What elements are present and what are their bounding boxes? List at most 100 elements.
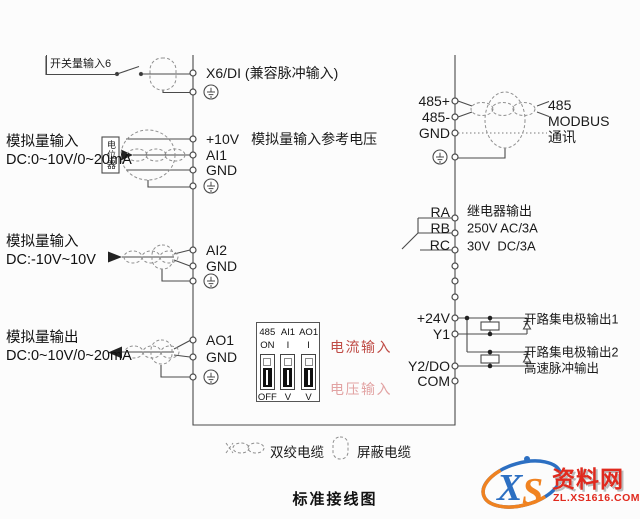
analog-output-line1: 模拟量输出 <box>6 330 79 346</box>
terminal-ai1-label: AI1 <box>206 147 228 163</box>
dip-off-mark: V <box>305 392 312 403</box>
legend-shielded-cable-icon <box>332 436 349 460</box>
ai1-wiring <box>126 138 190 188</box>
terminal-gnd-label: GND <box>206 162 238 178</box>
voltage-input-note: 电压输入 <box>330 381 392 397</box>
shielded-cable-ai1 <box>120 129 176 181</box>
dip-on-mark: I <box>307 340 310 351</box>
shielded-cable-485 <box>484 91 526 149</box>
terminal-com-label: COM <box>417 373 450 389</box>
relay-output-label: 继电器输出 <box>467 203 533 219</box>
analog-output-block: 模拟量输出 DC:0~10V/0~20mA <box>6 330 132 365</box>
open-collector1-label: 开路集电极输出1 <box>524 312 619 327</box>
terminal-485plus-label: 485+ <box>418 93 450 109</box>
switch-blade <box>118 65 140 75</box>
terminal-10v: +10V <box>206 131 240 147</box>
terminal-gnd-label: GND <box>206 258 238 274</box>
relay-contact-symbol <box>401 217 452 251</box>
dip-off-mark: V <box>284 392 292 403</box>
dip-switch-slit <box>286 370 289 385</box>
dip-switch-knob <box>263 358 272 366</box>
terminal-ao1-label: AO1 <box>206 332 235 348</box>
terminal-485minus-label: 485- <box>421 109 450 125</box>
dip-switch-ao1 <box>301 354 317 390</box>
analog-input1-line2: DC:0~10V/0~20mA <box>6 151 132 168</box>
terminal-gnd-label: GND <box>418 125 450 141</box>
open-collector2-label: 开路集电极输出2 <box>524 345 619 360</box>
terminal-y2-label: Y2/DO <box>407 358 450 374</box>
rs485-wiring <box>457 100 550 159</box>
relay-rating-ac-label: 250V AC/3A <box>467 220 538 236</box>
twisted-pair-485 <box>470 102 536 116</box>
analog-output-line2: DC:0~10V/0~20mA <box>6 347 132 364</box>
dip-switch-body <box>304 368 314 387</box>
arrow-right-icon <box>121 149 133 161</box>
current-input-note: 电流输入 <box>330 339 392 355</box>
diode-icon <box>522 320 532 330</box>
logo-letter-s: S <box>522 471 543 513</box>
dip-switch-slit <box>266 370 269 385</box>
logo-dot <box>524 456 530 462</box>
dip-col-ai1: AI1 <box>280 327 296 338</box>
dip-switch-485 <box>259 354 275 390</box>
dip-off-row: OFF V V <box>257 392 319 403</box>
dip-on-label: ON <box>260 340 275 351</box>
terminal-10v-label: +10V 模拟量输入参考电压 <box>206 129 377 149</box>
potentiometer-label: 电位器 <box>106 140 116 170</box>
legend-twisted-pair-icon <box>225 442 265 454</box>
dip-switch-body <box>283 368 293 387</box>
load-resistor-2 <box>480 354 500 364</box>
dip-switch-body <box>262 368 272 387</box>
analog-input1-block: 模拟量输入 DC:0~10V/0~20mA <box>6 134 132 169</box>
arrow-right-icon <box>108 251 122 263</box>
legend-twisted-label: 双绞电缆 <box>270 445 324 460</box>
terminal-rc-label: RC <box>429 237 450 253</box>
shielded-cable-ao1 <box>150 339 173 365</box>
terminal-rb-label: RB <box>430 220 450 236</box>
terminal-x6-label: X6/DI (兼容脉冲输入) <box>206 65 339 81</box>
dip-switch-knob <box>304 358 313 366</box>
analog-input2-block: 模拟量输入 DC:-10V~10V <box>6 234 96 269</box>
terminal-ra-label: RA <box>430 204 450 220</box>
shielded-cable-ai2 <box>151 244 174 270</box>
arrow-left-icon <box>108 346 122 359</box>
dip-col-ao1: AO1 <box>299 327 319 338</box>
dip-header-row: 485 AI1 AO1 <box>257 327 319 338</box>
potentiometer-outline <box>101 136 120 174</box>
shielded-cable-x6 <box>149 57 177 91</box>
dip-off-label: OFF <box>257 392 277 403</box>
dip-on-mark: I <box>286 340 290 351</box>
modbus-label-1: 485 <box>548 97 572 113</box>
logo-ellipse-orange <box>481 459 563 509</box>
analog-input2-line2: DC:-10V~10V <box>6 251 96 268</box>
modbus-label-3: 通讯 <box>548 129 576 145</box>
watermark-site-name: 资料网 <box>552 466 624 492</box>
watermark-url: ZL.XS1616.COM <box>553 492 640 504</box>
terminal-ai2-label: AI2 <box>206 242 228 258</box>
dip-col-485: 485 <box>259 327 276 338</box>
dip-switch-panel: 485 AI1 AO1 ON I I OFF V V <box>256 322 320 403</box>
terminal-gnd-label: GND <box>206 349 238 365</box>
modbus-label-2: MODBUS <box>548 113 610 129</box>
twisted-pair-ai2 <box>123 250 179 264</box>
analog-input2-line1: 模拟量输入 <box>6 234 79 250</box>
terminal-10v-desc: 模拟量输入参考电压 <box>251 131 378 147</box>
terminal-y1-label: Y1 <box>432 326 450 342</box>
twisted-pair-ai1 <box>126 148 186 162</box>
dip-switch-knob <box>283 358 292 366</box>
logo-letter-x: X <box>496 467 524 509</box>
legend-shielded-label: 屏蔽电缆 <box>357 445 411 460</box>
switch-input-label: 开关量输入6 <box>46 55 117 75</box>
analog-input1-line1: 模拟量输入 <box>6 134 79 150</box>
load-resistor-1 <box>480 321 500 331</box>
terminal-24v-label: +24V <box>416 310 450 326</box>
terminal-bus <box>192 55 456 426</box>
relay-rating-dc-label: 30V DC/3A <box>467 238 536 254</box>
ai2-wiring <box>122 249 191 282</box>
high-speed-pulse-label: 高速脉冲输出 <box>524 361 600 376</box>
diode-icon <box>522 353 532 363</box>
diagram-title: 标准接线图 <box>292 491 378 508</box>
dip-on-row: ON I I <box>257 340 319 351</box>
dip-switch-slit <box>307 370 310 385</box>
